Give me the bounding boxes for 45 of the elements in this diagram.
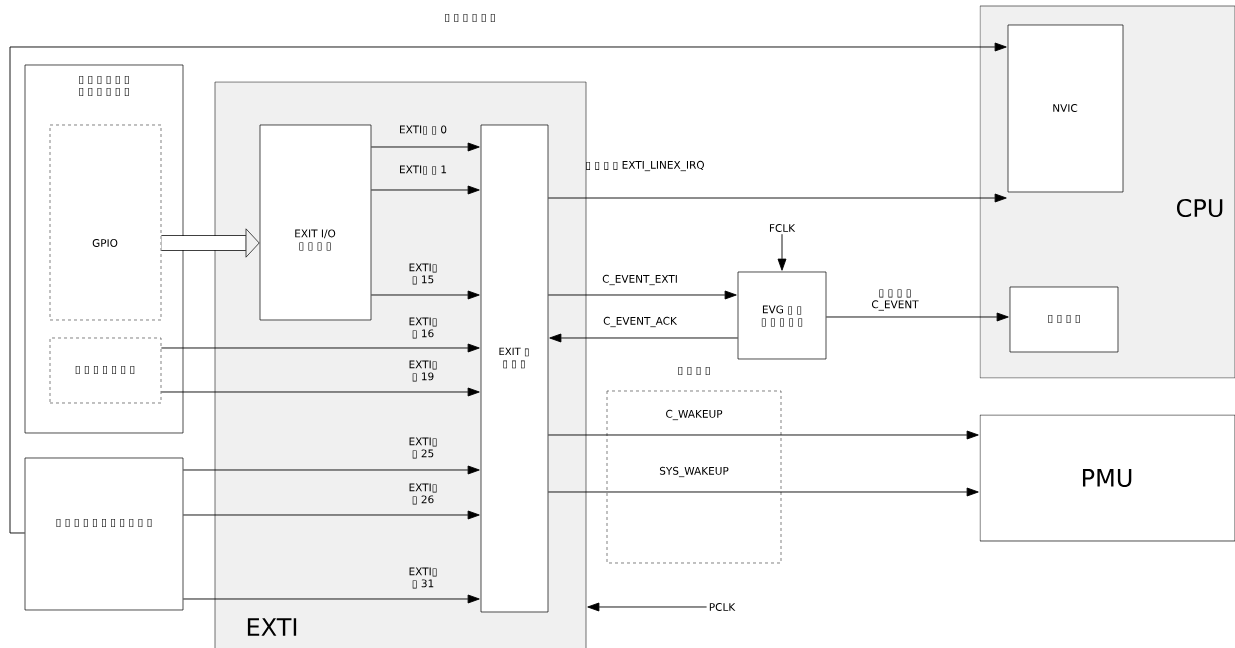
process-box: ▯ ▯ ▯ ▯ [1009, 286, 1119, 353]
arrow [547, 430, 979, 440]
edge-label: ▯ ▯ ▯ ▯ EXTI_LINEX_IRQ [586, 160, 704, 172]
process-box: PMU [979, 414, 1235, 542]
process-box: EXIT I/O ▯ ▯ ▯ ▯ [259, 124, 372, 321]
arrow [160, 343, 480, 353]
arrow [182, 510, 480, 520]
arrow [370, 290, 480, 300]
edge-label: EXTI▯ ▯ 19 [409, 360, 437, 382]
edge-label: EXTI▯ ▯ 26 [409, 483, 437, 505]
edge-label: C_EVENT_ACK [603, 316, 678, 328]
edge-label: EXTI▯ ▯ 16 [409, 317, 437, 339]
arrow [182, 594, 480, 604]
edge-label: ▯ ▯ ▯ ▯ C_EVENT [871, 289, 919, 311]
arrow [777, 233, 787, 271]
process-box: ▯ ▯ ▯ ▯ ▯ ▯ ▯ ▯ ▯ ▯ ▯ [24, 457, 184, 611]
dashed-box: ▯ ▯ ▯ ▯ ▯ ▯ ▯ [49, 337, 162, 404]
dashed-box: GPIO [49, 124, 162, 321]
arrow [9, 42, 1007, 534]
edge-label: EXTI▯ ▯ 0 [400, 125, 447, 135]
arrow [825, 312, 1009, 322]
process-box: EXIT ▯ ▯ ▯ ▯ [480, 124, 549, 613]
edge-label: SYS_WAKEUP [659, 466, 729, 478]
edge-label: EXTI▯ ▯ 31 [409, 567, 437, 589]
arrow [160, 387, 480, 397]
arrow [547, 290, 737, 300]
edge-label: C_EVENT_EXTI [602, 274, 677, 286]
arrow [370, 142, 480, 152]
arrow [370, 185, 480, 195]
group-label: ▯ ▯ ▯ ▯ [678, 367, 710, 375]
edge-label: EXTI▯ ▯ 25 [409, 437, 437, 459]
block-arrow [161, 228, 260, 258]
edge-label: ▯ ▯ ▯ ▯ ▯ ▯ [445, 14, 495, 22]
arrow [547, 193, 1007, 203]
edge-label: C_WAKEUP [666, 409, 723, 421]
arrow [549, 333, 739, 343]
signal-label: PCLK [709, 603, 736, 611]
signal-label: FCLK [770, 224, 796, 232]
arrow [587, 602, 708, 612]
arrow [182, 465, 480, 475]
edge-label: EXTI▯ ▯ 1 [400, 165, 447, 175]
edge-label: EXTI▯ ▯ 15 [409, 263, 437, 285]
process-box: EVG ▯ ▯ ▯ ▯ ▯ ▯ ▯ [737, 271, 827, 360]
arrow [547, 487, 979, 497]
process-box: NVIC [1007, 24, 1124, 193]
